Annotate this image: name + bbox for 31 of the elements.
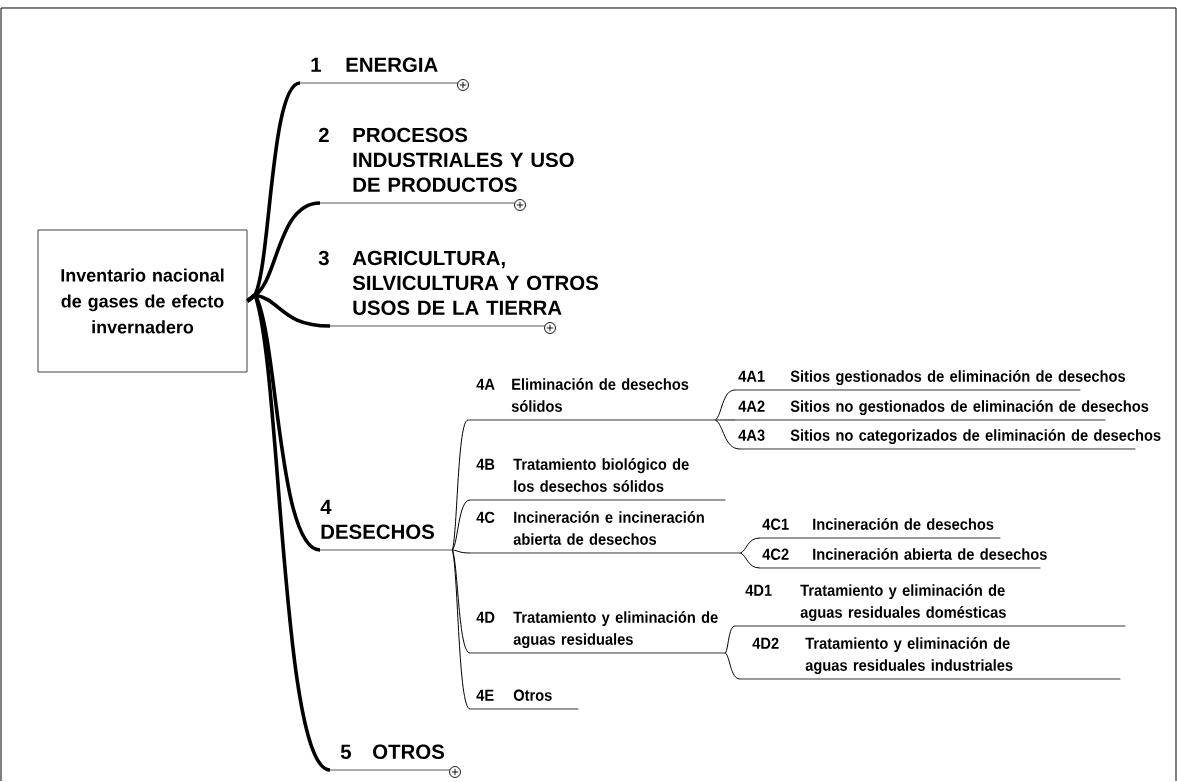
- branch-line: [724, 625, 736, 654]
- branch-line: [246, 293, 332, 772]
- branch-label: 4E Otros: [469, 689, 579, 710]
- branch-label: 4A1 Sitios gestionados de eliminación de desechos: [734, 370, 1126, 391]
- branch-label: 4C1 Incineración de desechos: [759, 518, 1001, 539]
- branch-label: 4A Eliminación de desechos sólidos: [467, 378, 716, 421]
- branch-line: [451, 549, 471, 710]
- branch-line: [714, 419, 736, 421]
- branch-label: 3 AGRICULTURA, SILVICULTURA Y OTROS USOS DE LA TIERRA: [318, 250, 598, 327]
- branch-label: 1 ENERGIA: [299, 57, 459, 84]
- branch-line: [739, 537, 761, 554]
- branch-label: 2 PROCESOS INDUSTRIALES Y USO DE PRODUCTOS: [318, 127, 574, 204]
- branch-label: 4C Incineración e incineración abierta de desechos: [469, 511, 741, 554]
- branch-label: 4A2 Sitios no gestionados de eliminación de desechos: [734, 400, 1149, 421]
- branch-label: 4D Tratamiento y eliminación de aguas residuales: [469, 611, 726, 654]
- branch-label: 4C2 Incineración abierta de desechos: [759, 548, 1047, 569]
- branch-line: [724, 652, 741, 680]
- branch-line: [714, 419, 741, 450]
- branch-line: [451, 549, 471, 654]
- branch-line: [714, 389, 736, 421]
- branch-label: 4A3 Sitios no categorizados de eliminación de desechos: [738, 429, 1161, 450]
- branch-label: 4B Tratamiento biológico de los desechos sólidos: [469, 458, 726, 501]
- branch-label: 5 OTROS: [329, 744, 451, 771]
- branch-label: 4D2 Tratamiento y eliminación de aguas residuales industriales: [739, 637, 1121, 680]
- branch-label: 4 DESECHOS: [319, 499, 453, 551]
- branch-label: 4D1 Tratamiento y eliminación de aguas residuales domésticas: [734, 584, 1126, 627]
- root-box: Inventario nacional de gases de efecto invernadero: [37, 229, 248, 373]
- branch-line: [451, 549, 471, 554]
- branch-line: [451, 419, 469, 551]
- branch-line: [739, 552, 761, 569]
- branch-line: [451, 499, 471, 551]
